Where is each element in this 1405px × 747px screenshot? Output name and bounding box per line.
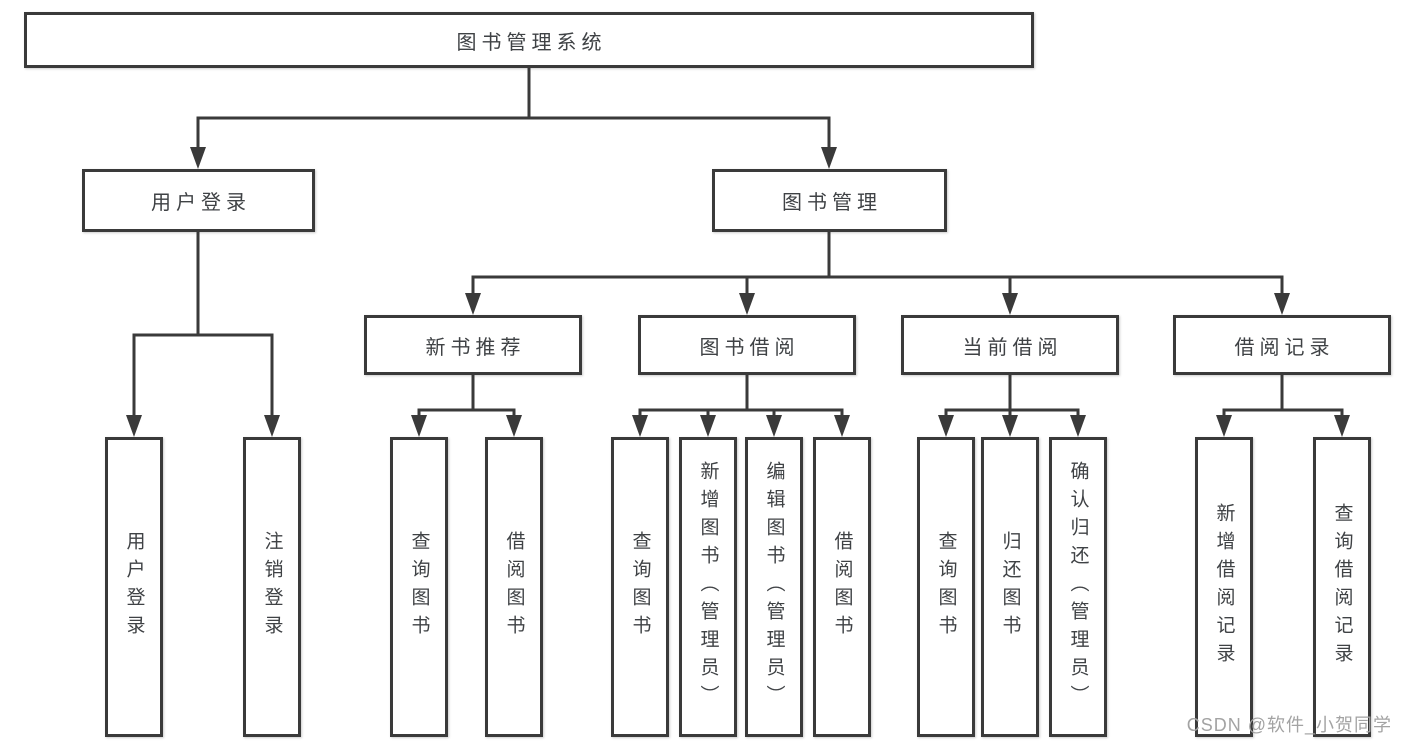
leaf-borrow-book-rec-label: 借阅图书	[503, 531, 525, 643]
node-book-borrow: 图书借阅	[638, 315, 856, 375]
leaf-query-borrow-record-label: 查询借阅记录	[1331, 503, 1353, 671]
csdn-watermark: CSDN @软件_小贺同学	[1186, 715, 1392, 735]
node-current-borrow: 当前借阅	[901, 315, 1119, 375]
leaf-logout: 注销登录	[243, 437, 301, 737]
leaf-user-login: 用户登录	[105, 437, 163, 737]
leaf-add-borrow-record-label: 新增借阅记录	[1213, 503, 1235, 671]
connector-user-login	[126, 232, 280, 437]
node-book-borrow-label: 图书借阅	[699, 336, 800, 359]
connector-book-mgmt	[465, 232, 1290, 315]
node-book-mgmt-label: 图书管理	[782, 192, 882, 214]
node-borrow-records: 借阅记录	[1173, 315, 1391, 375]
leaf-return-book-label: 归还图书	[999, 531, 1021, 643]
node-root: 图书管理系统	[24, 12, 1034, 68]
leaf-logout-label: 注销登录	[261, 531, 283, 643]
leaf-confirm-return-admin: 确认归还（管理员）	[1049, 437, 1107, 737]
connector-book-borrow	[632, 375, 850, 437]
leaf-add-book-admin-label: 新增图书（管理员）	[697, 461, 719, 713]
leaf-query-borrow-record: 查询借阅记录	[1313, 437, 1371, 737]
leaf-query-books-borrow: 查询图书	[611, 437, 669, 737]
leaf-add-book-admin: 新增图书（管理员）	[679, 437, 737, 737]
leaf-borrow-book: 借阅图书	[813, 437, 871, 737]
node-new-book-rec: 新书推荐	[364, 315, 582, 375]
leaf-return-book: 归还图书	[981, 437, 1039, 737]
node-root-label: 图书管理系统	[456, 31, 607, 54]
leaf-edit-book-admin-label: 编辑图书（管理员）	[763, 461, 785, 713]
connector-borrow-records	[1216, 375, 1350, 437]
leaf-query-books-rec-label: 查询图书	[408, 531, 430, 643]
leaf-query-books-current: 查询图书	[917, 437, 975, 737]
node-new-book-rec-label: 新书推荐	[425, 336, 526, 359]
leaf-confirm-return-admin-label: 确认归还（管理员）	[1067, 461, 1089, 713]
leaf-edit-book-admin: 编辑图书（管理员）	[745, 437, 803, 737]
leaf-add-borrow-record: 新增借阅记录	[1195, 437, 1253, 737]
leaf-borrow-book-label: 借阅图书	[831, 531, 853, 643]
node-book-mgmt: 图书管理	[712, 169, 947, 232]
node-user-login: 用户登录	[82, 169, 315, 232]
leaf-borrow-book-rec: 借阅图书	[485, 437, 543, 737]
leaf-query-books-rec: 查询图书	[390, 437, 448, 737]
node-borrow-records-label: 借阅记录	[1234, 336, 1335, 359]
leaf-user-login-label: 用户登录	[123, 531, 145, 643]
node-user-login-label: 用户登录	[151, 192, 251, 214]
connector-root	[190, 68, 837, 169]
leaf-query-books-current-label: 查询图书	[935, 531, 957, 643]
connector-new-book-rec	[411, 375, 522, 437]
connector-current-borrow	[938, 375, 1086, 437]
node-current-borrow-label: 当前借阅	[962, 336, 1063, 359]
leaf-query-books-borrow-label: 查询图书	[629, 531, 651, 643]
